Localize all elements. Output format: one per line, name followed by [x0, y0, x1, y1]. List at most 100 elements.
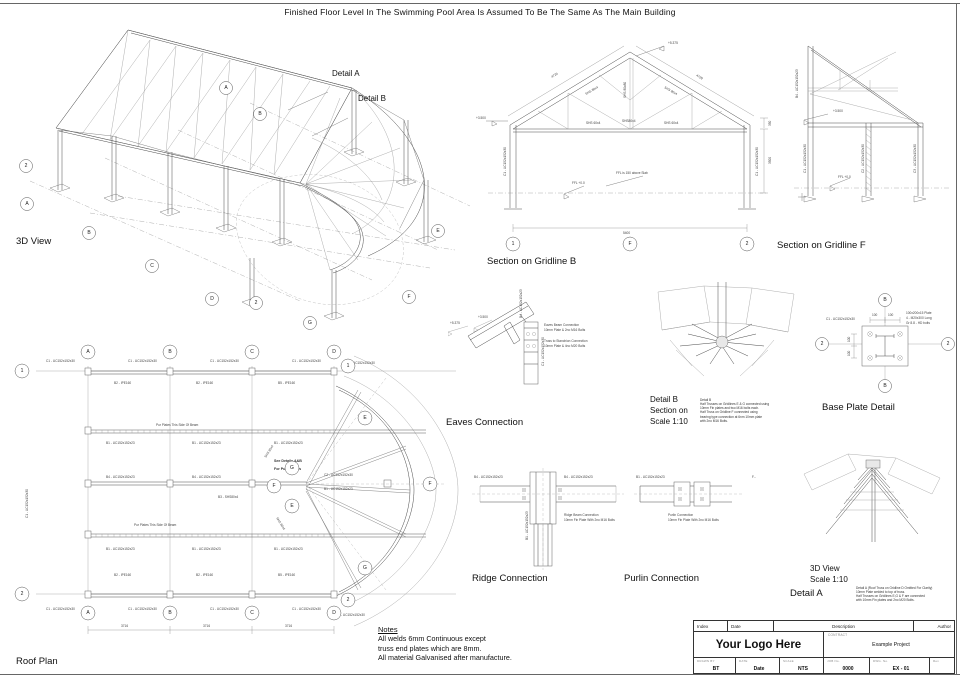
svg-text:10mm Fin Plate With 2no M16 Bo: 10mm Fin Plate With 2no M16 Bolts [564, 518, 615, 522]
svg-text:D: D [332, 349, 336, 355]
svg-text:2: 2 [947, 341, 950, 347]
svg-text:B4 - UC152x152x23: B4 - UC152x152x23 [106, 475, 135, 479]
svg-text:Truss to Stanchion Connection: Truss to Stanchion Connection [544, 339, 588, 343]
plan-grid-E-left: E [284, 498, 300, 514]
svg-text:Pur Plates This Side Of Beam: Pur Plates This Side Of Beam [156, 423, 199, 427]
svg-text:3716: 3716 [203, 624, 210, 628]
logo-placeholder[interactable]: Your Logo Here [694, 632, 824, 657]
svg-text:E: E [436, 228, 440, 234]
svg-text:D: D [332, 610, 336, 616]
detail-ridge-connection: B4 - UC152x152x23 B4 - UC152x152x23 B1 -… [472, 468, 624, 570]
grid-bubble-A: A [20, 197, 34, 211]
svg-text:B1 - UC152x152x23: B1 - UC152x152x23 [274, 441, 303, 445]
svg-text:4729: 4729 [550, 72, 558, 79]
svg-text:B: B [258, 111, 262, 117]
revision-field: Rev [930, 658, 954, 673]
svg-text:B1 - UC152x152x23: B1 - UC152x152x23 [636, 475, 665, 479]
svg-text:2: 2 [21, 591, 24, 597]
logo-text: Your Logo Here [715, 638, 802, 651]
grid-bubble-E: E [431, 224, 445, 238]
plan-grid-1-right: 1 [340, 358, 356, 374]
svg-text:C1 - UC152x152x30: C1 - UC152x152x30 [292, 607, 321, 611]
detail-a-title: 3D View [810, 564, 840, 573]
svg-text:100: 100 [872, 313, 878, 317]
svg-text:4729: 4729 [695, 73, 703, 80]
svg-text:SHS 80x4: SHS 80x4 [275, 516, 286, 530]
svg-text:1: 1 [21, 368, 24, 374]
svg-text:C2 - UC152x152x30: C2 - UC152x152x30 [324, 473, 353, 477]
drawing-number-value: EX - 01 [892, 666, 910, 672]
detail-b-note: Detail B Half Trusses on Gridlines E & G… [700, 398, 770, 423]
revision-index-header: Index [694, 621, 728, 631]
svg-text:SHS 60x4: SHS 60x4 [664, 121, 679, 125]
svg-text:A: A [86, 349, 90, 355]
svg-text:FFL +0.0: FFL +0.0 [838, 175, 851, 179]
sheet-title: Finished Floor Level In The Swimming Poo… [284, 7, 676, 17]
svg-text:B1 - UC152x152x23: B1 - UC152x152x23 [106, 547, 135, 551]
svg-text:Gr 8.8 - HD bolts: Gr 8.8 - HD bolts [906, 321, 930, 325]
job-number-value: 0000 [842, 666, 854, 672]
svg-text:C1 - UC152x152x30: C1 - UC152x152x30 [128, 359, 157, 363]
svg-text:B1 - UC152x152x23: B1 - UC152x152x23 [192, 547, 221, 551]
svg-text:100x200x15 Plate: 100x200x15 Plate [906, 311, 932, 315]
svg-text:2: 2 [746, 241, 749, 247]
svg-text:B: B [168, 349, 172, 355]
svg-text:C1 - UC152x152x30: C1 - UC152x152x30 [755, 147, 759, 176]
svg-text:4 - M20x300 Long: 4 - M20x300 Long [906, 316, 932, 320]
detail-purlin-connection: B1 - UC152x152x23 F... Purlin Connection… [634, 475, 756, 522]
plan-grid-A: A [80, 605, 96, 621]
callout-detail-a: Detail A [332, 69, 360, 78]
detail-a-3d [803, 453, 941, 542]
grid-bubble-G: G [303, 316, 317, 330]
view-roof-plan: C1 - UC152x152x30 C1 - UC152x152x30 C1 -… [14, 344, 459, 634]
svg-text:FFL +0.0: FFL +0.0 [572, 181, 585, 185]
svg-text:C3 - UC152x152x30: C3 - UC152x152x30 [336, 613, 365, 617]
plan-grid-F-left: F [266, 478, 282, 494]
plan-grid-2: 2 [14, 586, 30, 602]
svg-text:3716: 3716 [121, 624, 128, 628]
detail-eaves-connection: +5.375 +3.500 B4 - UC152x152x23 C1 - UC1… [448, 289, 588, 385]
svg-text:F...: F... [752, 475, 756, 479]
svg-text:+3.500: +3.500 [478, 315, 488, 319]
base-plate-detail-label: Base Plate Detail [822, 402, 895, 413]
svg-text:B1 - UC152x152x23: B1 - UC152x152x23 [106, 441, 135, 445]
svg-text:SHS 80x4: SHS 80x4 [263, 444, 274, 458]
svg-text:C1 - UC152x152x30: C1 - UC152x152x30 [128, 607, 157, 611]
grid-bubble-F: F [402, 290, 416, 304]
grid-bubble-section-F: F [622, 236, 638, 252]
svg-text:100: 100 [847, 350, 851, 356]
view-3d-isometric: 2 A B C D 2 G F [19, 29, 470, 330]
svg-text:Eaves Beam Connection: Eaves Beam Connection [544, 323, 579, 327]
svg-text:Ridge Beam Connection: Ridge Beam Connection [564, 513, 599, 517]
roof-plan-label: Roof Plan [16, 656, 58, 667]
svg-text:350: 350 [768, 120, 772, 126]
notes-line-2: truss end plates which are 8mm. [378, 643, 482, 653]
revision-description-header: Description [774, 621, 914, 631]
baseplate-grid-2-left: 2 [815, 337, 829, 351]
svg-text:B5 - IPE160: B5 - IPE160 [278, 381, 295, 385]
svg-text:B4 - UC152x152x23: B4 - UC152x152x23 [192, 475, 221, 479]
svg-text:SHS 80x4: SHS 80x4 [664, 85, 679, 96]
grid-bubble-B: B [82, 226, 96, 240]
revision-date-header: Date [728, 621, 774, 631]
view-3d-label: 3D View [16, 236, 52, 247]
title-block: Index Date Description Author Your Logo … [693, 620, 955, 674]
date-field: DATE Date [736, 658, 780, 673]
plan-grid-C-top: C [244, 344, 260, 360]
svg-text:SHS 80x4: SHS 80x4 [585, 85, 600, 96]
svg-text:C1 - UC152x152x30: C1 - UC152x152x30 [210, 359, 239, 363]
svg-text:+5.375: +5.375 [450, 321, 460, 325]
contract-value: Example Project [872, 642, 910, 648]
svg-text:B2 - IPE160: B2 - IPE160 [114, 381, 131, 385]
contract-caption: CONTRACT [828, 633, 848, 637]
date-caption: DATE [739, 659, 748, 663]
title-block-middle: Your Logo Here CONTRACT Example Project [694, 632, 954, 657]
sheet-border-right [956, 3, 957, 675]
svg-text:SHS 80x80: SHS 80x80 [623, 82, 627, 98]
date-value: Date [753, 666, 765, 672]
svg-text:F: F [628, 241, 631, 247]
svg-text:C1 - UC152x152x30: C1 - UC152x152x30 [292, 359, 321, 363]
svg-text:C: C [150, 263, 154, 269]
svg-text:2: 2 [821, 341, 824, 347]
svg-text:10mm Plate & 2no M16 Bolts: 10mm Plate & 2no M16 Bolts [544, 328, 586, 332]
